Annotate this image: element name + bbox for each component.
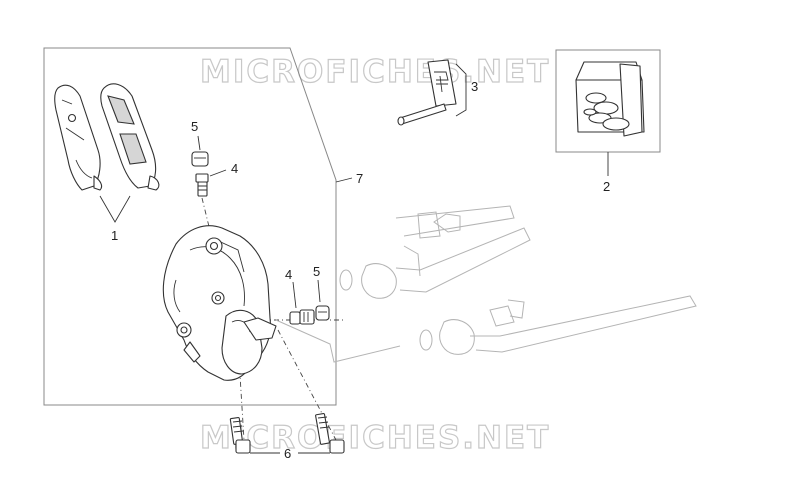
mounting-bolt-right[interactable] [315,412,345,454]
brake-pad-right[interactable] [100,83,160,191]
callout-leader-4-side [292,281,297,309]
callout-leader-3 [455,63,467,117]
bleed-cap-upper[interactable] [191,151,209,167]
centerline-bolt-right [277,329,337,441]
callout-1: 1 [111,228,118,243]
caliper-assembly-frame [43,47,337,406]
callout-3: 3 [471,79,478,94]
centerline-bolt-left [235,309,245,441]
callout-leader-pads [99,195,131,223]
callout-leader-7 [335,177,353,183]
callout-leader-4-upper [209,169,227,177]
mounting-bolt-left[interactable] [229,417,251,454]
pad-retaining-pin-kit[interactable] [397,59,457,126]
bleed-valve-side[interactable] [289,309,315,325]
callout-2: 2 [603,179,610,194]
callout-4-side: 4 [285,267,292,282]
callout-7: 7 [356,171,363,186]
callout-leader-5-upper [197,135,201,151]
bleed-valve-upper[interactable] [195,173,209,197]
callout-5-upper: 5 [191,119,198,134]
callout-6: 6 [284,446,291,461]
seal-kit[interactable] [575,61,645,137]
brake-caliper-body[interactable] [162,225,277,381]
callout-4-upper: 4 [231,161,238,176]
watermark-top: MICROFICHES.NET [200,54,550,90]
brake-pad-left[interactable] [54,84,103,191]
watermark-bottom: MICROFICHES.NET [200,420,550,456]
bleed-cap-side[interactable] [315,305,330,321]
brake-hose-ghost [275,205,697,363]
callout-5-side: 5 [313,264,320,279]
callout-leader-5-side [317,279,321,303]
